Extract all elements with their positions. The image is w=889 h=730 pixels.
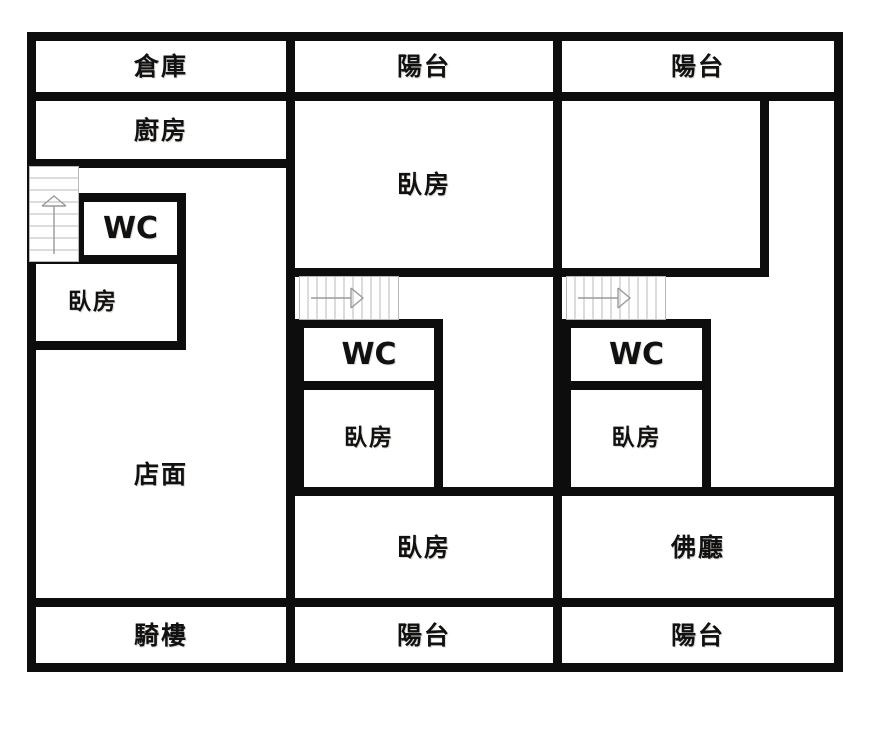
wc-mid-wall-bottom xyxy=(295,381,443,390)
room-label-kitchen: 廚房 xyxy=(133,115,188,145)
room-bedroom-mid-bottom[interactable]: 臥房 xyxy=(295,496,553,598)
right-wall-room-stairs xyxy=(553,268,769,277)
right-wall-balcony-room xyxy=(553,92,843,101)
room-label-bedroom-left: 臥房 xyxy=(68,289,118,315)
room-bedroom-mid-small[interactable]: 臥房 xyxy=(304,390,434,487)
room-label-bedroom-mid-small: 臥房 xyxy=(344,425,394,451)
room-arcade[interactable]: 騎樓 xyxy=(36,607,286,663)
right-wall-hall-balcony xyxy=(553,598,843,607)
wc-right-wall-right xyxy=(702,319,711,491)
left-wall-storage-kitchen xyxy=(27,92,295,101)
room-label-buddha-hall: 佛廳 xyxy=(670,532,725,562)
room-storage[interactable]: 倉庫 xyxy=(36,41,286,92)
mid-wall-room-bedroom xyxy=(286,487,562,496)
wc-left-wall-right xyxy=(177,193,186,263)
right-wall-inner-vertical xyxy=(760,92,769,277)
bedroom-mid-wall-left xyxy=(295,319,304,491)
room-balcony-right-top[interactable]: 陽台 xyxy=(562,41,834,92)
mid-wall-balcony-bedroom xyxy=(286,92,562,101)
stair-right xyxy=(566,276,666,320)
room-wc-right[interactable]: WC xyxy=(571,328,702,381)
mid-wall-bedroom-balcony xyxy=(286,598,562,607)
room-bedroom-mid-top[interactable]: 臥房 xyxy=(295,101,553,268)
right-arrow-icon xyxy=(311,287,365,309)
stair-left-graphic xyxy=(29,166,79,262)
room-label-wc-left: WC xyxy=(102,210,159,246)
stair-right-graphic xyxy=(566,276,666,320)
stair-left xyxy=(29,166,79,262)
wc-right-wall-bottom xyxy=(562,381,711,390)
wc-left-wall-bottom xyxy=(27,255,186,264)
room-label-bedroom-right-small: 臥房 xyxy=(611,425,662,451)
up-arrow-icon xyxy=(41,195,67,254)
outer-wall-bottom xyxy=(27,663,843,672)
mid-wall-bedroom-stairs xyxy=(286,268,562,277)
room-label-wc-right: WC xyxy=(608,336,665,372)
room-label-balcony-right-top: 陽台 xyxy=(670,52,725,81)
left-wall-shop-arcade xyxy=(27,598,295,607)
stair-middle xyxy=(299,276,399,320)
room-storefront[interactable]: 店面 xyxy=(36,350,286,598)
room-label-storage: 倉庫 xyxy=(133,52,188,81)
bedroom-right-wall-left xyxy=(562,319,571,491)
room-wc-left[interactable]: WC xyxy=(84,202,177,255)
room-buddha-hall[interactable]: 佛廳 xyxy=(562,496,834,598)
wc-mid-wall-top xyxy=(295,319,443,328)
room-right-unlabeled[interactable] xyxy=(562,101,760,268)
right-arrow-icon xyxy=(578,287,632,309)
room-balcony-right-bottom[interactable]: 陽台 xyxy=(562,607,834,663)
bay-divider-middle-right xyxy=(553,32,562,672)
outer-wall-left xyxy=(27,32,36,672)
room-kitchen[interactable]: 廚房 xyxy=(36,101,286,159)
room-label-bedroom-mid-top: 臥房 xyxy=(396,170,451,199)
room-balcony-mid-top[interactable]: 陽台 xyxy=(295,41,553,92)
left-wall-kitchen-stairs xyxy=(27,159,295,168)
right-wall-hall-divider xyxy=(553,487,843,496)
bedroom-left-wall-right xyxy=(177,255,186,350)
room-label-balcony-mid-top: 陽台 xyxy=(396,52,451,81)
room-label-balcony-right-bottom: 陽台 xyxy=(670,620,725,650)
room-label-arcade: 騎樓 xyxy=(133,620,188,650)
room-balcony-mid-bottom[interactable]: 陽台 xyxy=(295,607,553,663)
stair-middle-graphic xyxy=(299,276,399,320)
wc-left-wall-left xyxy=(75,193,84,263)
bay-divider-left-middle xyxy=(286,32,295,672)
room-label-storefront: 店面 xyxy=(133,459,188,489)
room-bedroom-right-small[interactable]: 臥房 xyxy=(571,390,702,487)
wc-left-wall-top xyxy=(75,193,186,202)
room-wc-mid[interactable]: WC xyxy=(304,328,434,381)
wc-right-wall-top xyxy=(562,319,711,328)
bedroom-left-wall-bottom xyxy=(27,341,186,350)
room-bedroom-left[interactable]: 臥房 xyxy=(36,264,177,341)
outer-wall-top xyxy=(27,32,843,41)
wc-mid-wall-right xyxy=(434,319,443,491)
room-label-bedroom-mid-bottom: 臥房 xyxy=(396,532,451,562)
room-label-wc-mid: WC xyxy=(341,336,397,372)
room-label-balcony-mid-bottom: 陽台 xyxy=(396,620,451,650)
outer-wall-right xyxy=(834,32,843,672)
